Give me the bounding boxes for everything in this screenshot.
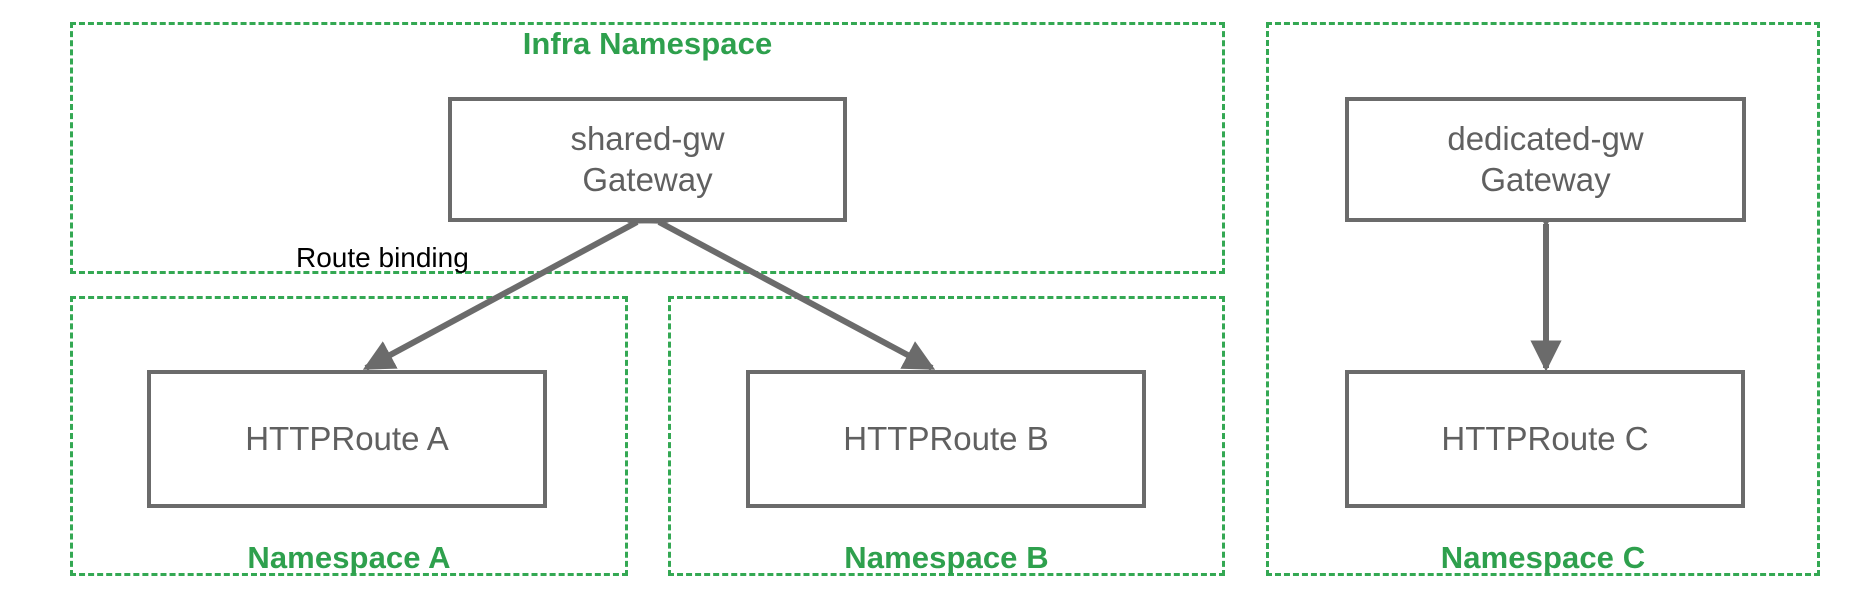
node-httproute-c-label: HTTPRoute C <box>1441 419 1649 457</box>
namespace-label-infra: Infra Namespace <box>522 26 773 61</box>
node-shared-gw-line2: Gateway <box>582 160 713 198</box>
node-dedicated-gw-gateway[interactable]: dedicated-gw Gateway <box>1345 97 1746 222</box>
namespace-label-b: Namespace B <box>844 540 1049 575</box>
node-httproute-a-label: HTTPRoute A <box>245 419 449 457</box>
namespace-box-b <box>668 296 1225 576</box>
namespace-box-c <box>1266 22 1820 576</box>
node-httproute-c[interactable]: HTTPRoute C <box>1345 370 1745 508</box>
namespace-label-c: Namespace C <box>1440 540 1646 575</box>
node-dedicated-gw-line2: Gateway <box>1480 160 1611 198</box>
node-shared-gw-line1: shared-gw <box>570 120 725 158</box>
namespace-label-a: Namespace A <box>247 540 451 575</box>
node-dedicated-gw-line1: dedicated-gw <box>1447 120 1644 158</box>
node-shared-gw-gateway[interactable]: shared-gw Gateway <box>448 97 847 222</box>
namespace-box-a <box>70 296 628 576</box>
node-httproute-b[interactable]: HTTPRoute B <box>746 370 1146 508</box>
node-httproute-a[interactable]: HTTPRoute A <box>147 370 547 508</box>
node-httproute-b-label: HTTPRoute B <box>843 419 1049 457</box>
edge-label-route-binding: Route binding <box>296 242 469 273</box>
